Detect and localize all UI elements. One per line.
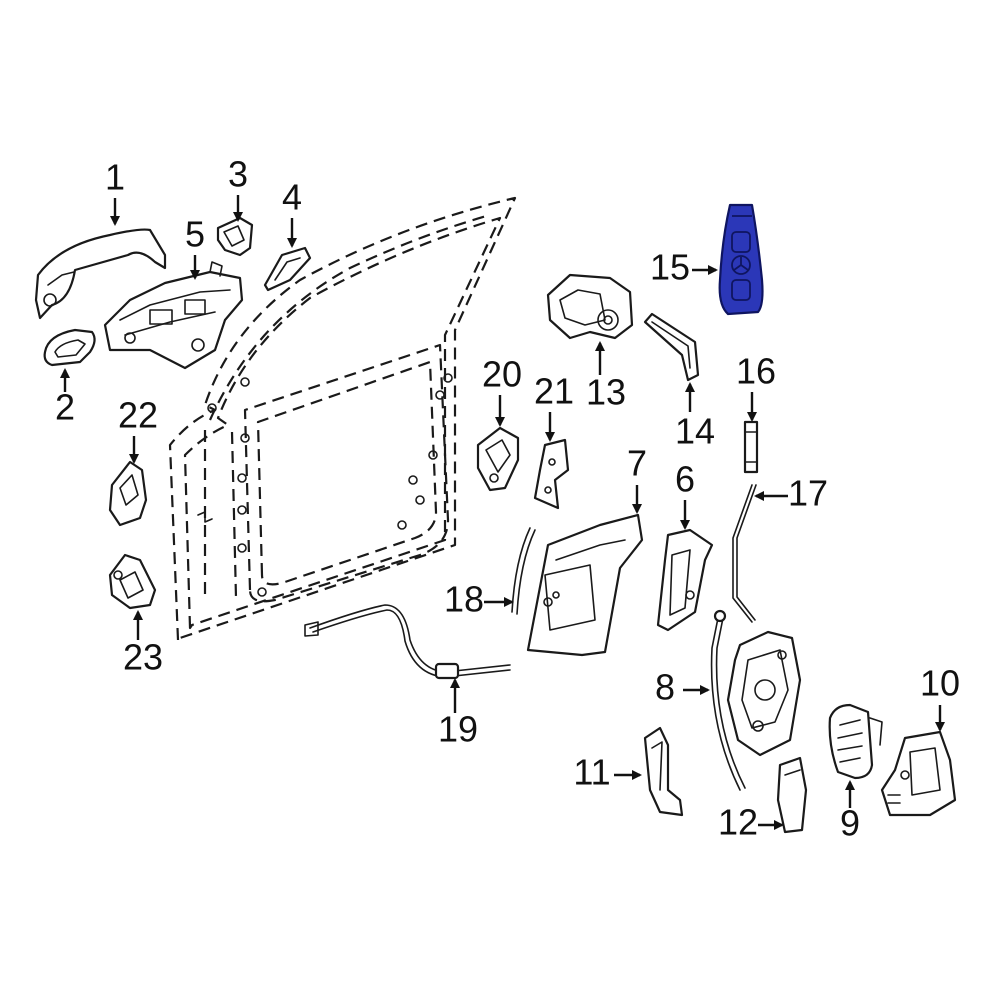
part-3-cap[interactable] (216, 216, 254, 257)
part-14-key-blade[interactable] (643, 312, 700, 382)
door-frame-outline (168, 196, 517, 642)
part-23-bracket[interactable] (108, 553, 157, 610)
callout-6: 6 (675, 459, 695, 500)
part-10-actuator[interactable] (880, 730, 957, 817)
callout-22: 22 (118, 395, 158, 436)
part-12-cover[interactable] (776, 756, 808, 834)
callout-10: 10 (920, 663, 960, 704)
callout-9: 9 (840, 803, 860, 844)
callout-4: 4 (282, 177, 302, 218)
part-6-bracket[interactable] (656, 528, 714, 632)
callout-15: 15 (650, 247, 690, 288)
part-18-seal-strip[interactable] (511, 527, 536, 615)
callout-labels: 1 2 3 4 5 6 7 8 9 10 11 12 13 14 15 16 1… (55, 154, 960, 844)
callout-17: 17 (788, 473, 828, 514)
callout-5: 5 (185, 214, 205, 255)
leader-arrows (60, 195, 945, 830)
part-19-cable[interactable] (304, 604, 511, 680)
part-4-gasket[interactable] (263, 246, 312, 292)
part-22-bracket[interactable] (108, 460, 148, 527)
callout-19: 19 (438, 709, 478, 750)
part-20-bracket[interactable] (476, 426, 520, 492)
part-2-bezel[interactable] (43, 328, 96, 367)
callout-1: 1 (105, 157, 125, 198)
part-9-striker-plate[interactable] (828, 703, 883, 780)
part-17-rod[interactable] (732, 484, 757, 623)
part-21-plate[interactable] (533, 438, 570, 510)
part-16-pin[interactable] (743, 420, 759, 474)
part-8-latch-assembly[interactable] (710, 609, 802, 791)
part-5-handle-carrier[interactable] (103, 261, 244, 370)
callout-7: 7 (627, 443, 647, 484)
callout-18: 18 (444, 579, 484, 620)
callout-13: 13 (586, 372, 626, 413)
callout-11: 11 (573, 752, 610, 793)
callout-12: 12 (718, 802, 758, 843)
callout-16: 16 (736, 351, 776, 392)
callout-20: 20 (482, 354, 522, 395)
part-11-bracket[interactable] (643, 726, 684, 817)
part-13-lock-cylinder[interactable] (546, 273, 634, 340)
callout-8: 8 (655, 667, 675, 708)
part-7-trim-panel[interactable] (526, 513, 644, 657)
callout-2: 2 (55, 387, 75, 428)
callout-23: 23 (123, 637, 163, 678)
callout-3: 3 (228, 154, 248, 195)
callout-14: 14 (675, 411, 715, 452)
part-1-outside-handle[interactable] (34, 228, 167, 320)
part-15-key-fob[interactable] (718, 203, 764, 316)
callout-21: 21 (534, 371, 574, 412)
